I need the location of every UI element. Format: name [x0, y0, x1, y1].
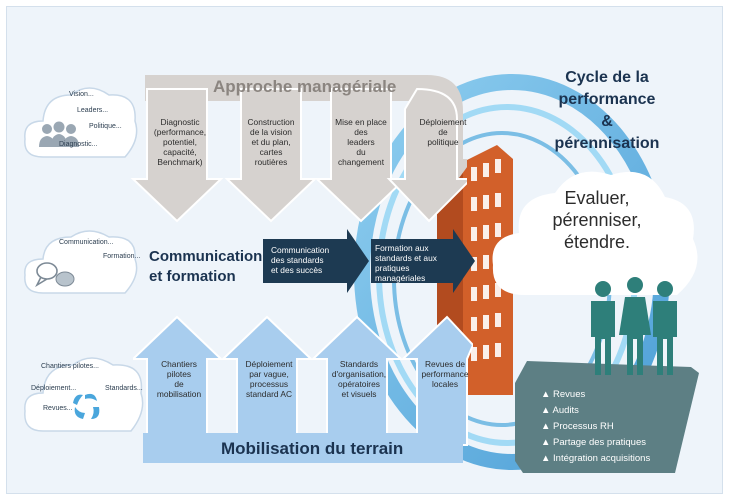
cycle-title: Cycle de la performance & pérennisation: [554, 69, 660, 152]
people-group-icon: [591, 277, 677, 375]
bottom-cloud: [24, 357, 144, 432]
cloud-label-standards: Standards...: [105, 385, 143, 392]
cloud-label-leaders: Leaders...: [77, 107, 109, 114]
cloud-label-revues: Revues...: [43, 405, 73, 412]
cloud-label-communication: Communication...: [59, 239, 114, 246]
communication-training-title: Communication et formation: [149, 248, 263, 285]
cycle-item-partage: ▲ Partage des pratiques: [541, 437, 646, 448]
middle-cloud: [24, 230, 138, 294]
cloud-label-politique: Politique...: [89, 123, 122, 130]
field-mobilisation-title: Mobilisation du terrain: [221, 439, 404, 458]
cycle-item-revues: ▲ Revues: [541, 389, 586, 400]
cloud-label-formation: Formation...: [103, 253, 141, 260]
cycle-item-audits: ▲ Audits: [541, 405, 579, 416]
managerial-approach-title: Approche managériale: [213, 77, 397, 96]
top-col-diagnostic: Diagnostic(performance,potentiel,capacit…: [153, 117, 207, 167]
cloud-label-diagnostic: Diagnostic...: [59, 141, 98, 148]
cycle-panel: [515, 361, 699, 473]
field-mobilisation-arrows: [133, 315, 473, 463]
cloud-label-vision: Vision...: [69, 91, 94, 98]
cloud-label-deploiement: Déploiement...: [31, 385, 77, 392]
evaluate-cloud: [492, 171, 698, 295]
diagram-canvas: Vision... Leaders... Politique... Diagno…: [6, 6, 723, 494]
evaluate-cloud-text: Evaluer, pérenniser, étendre.: [552, 188, 642, 252]
top-cloud: [24, 87, 138, 158]
communication-arrows: [263, 229, 475, 293]
cycle-item-processus-rh: ▲ Processus RH: [541, 421, 614, 432]
managerial-arrows: [130, 75, 467, 223]
cycle-item-integration: ▲ Intégration acquisitions: [541, 453, 651, 464]
cloud-label-chantiers: Chantiers pilotes...: [41, 363, 99, 370]
